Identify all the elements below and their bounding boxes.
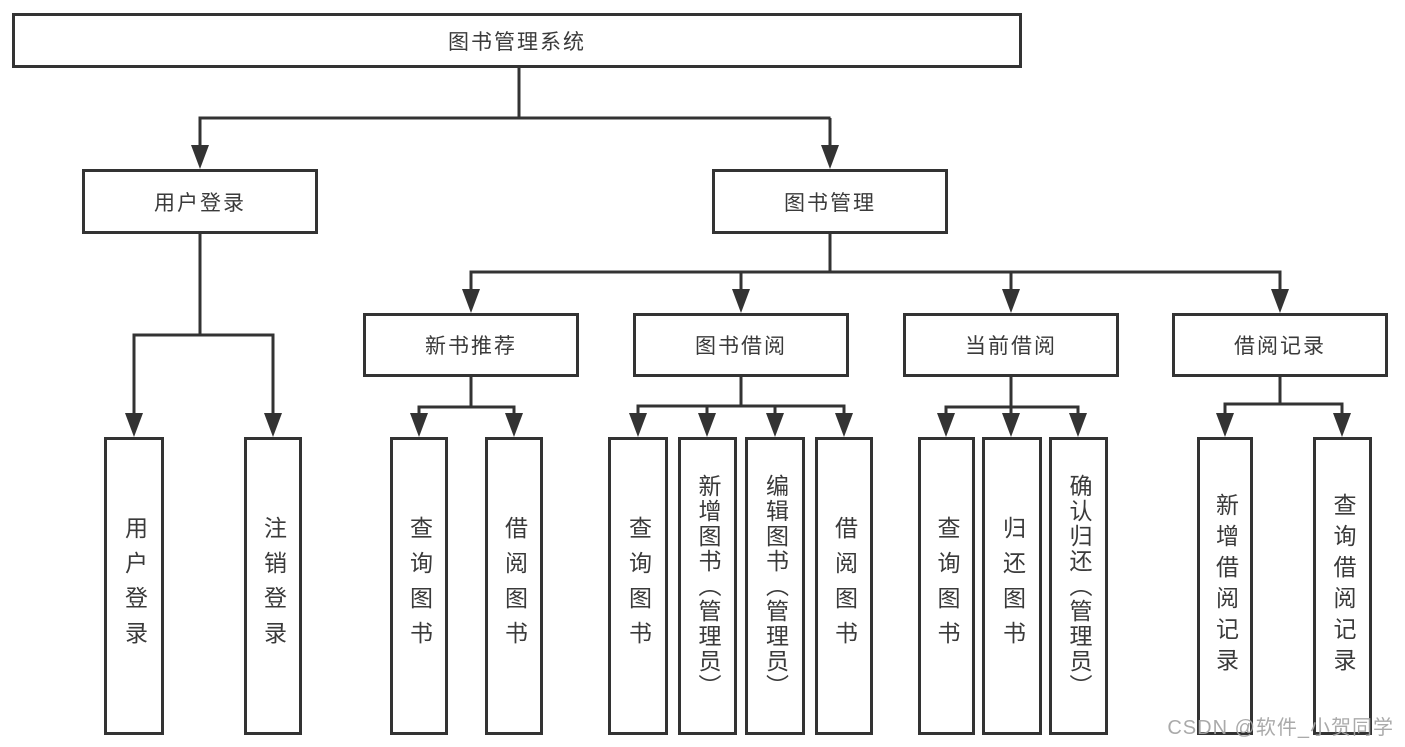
- leaf-bb-edit-books-admin: 编辑图书（管理员）: [745, 437, 805, 735]
- connector-user-login: [125, 234, 282, 437]
- leaf-bb-add-books-admin-label: 新增图书（管理员）: [695, 473, 721, 699]
- leaf-bb-add-books-admin: 新增图书（管理员）: [678, 437, 737, 735]
- node-book-management: 图书管理: [712, 169, 948, 234]
- leaf-cb-return-books-label: 归还图书: [999, 516, 1026, 656]
- node-current-borrow: 当前借阅: [903, 313, 1119, 377]
- node-new-book-recommend: 新书推荐: [363, 313, 579, 377]
- node-book-management-label: 图书管理: [784, 191, 876, 215]
- leaf-bb-edit-books-admin-label: 编辑图书（管理员）: [762, 473, 789, 699]
- leaf-br-add-record: 新增借阅记录: [1197, 437, 1253, 735]
- connector-book-borrow: [629, 377, 853, 437]
- node-borrow-records: 借阅记录: [1172, 313, 1388, 377]
- leaf-nbr-query-books: 查询图书: [390, 437, 448, 735]
- leaf-cb-return-books: 归还图书: [982, 437, 1042, 735]
- node-current-borrow-label: 当前借阅: [965, 335, 1057, 358]
- leaf-nbr-borrow-books-label: 借阅图书: [501, 516, 528, 656]
- node-borrow-records-label: 借阅记录: [1234, 335, 1326, 358]
- leaf-cb-query-books: 查询图书: [918, 437, 975, 735]
- leaf-bb-borrow-books: 借阅图书: [815, 437, 873, 735]
- connector-book-management: [462, 234, 1289, 313]
- leaf-bb-query-books-label: 查询图书: [625, 516, 652, 656]
- leaf-br-query-record-label: 查询借阅记录: [1330, 493, 1356, 679]
- node-root-label: 图书管理系统: [448, 30, 586, 54]
- leaf-logout: 注销登录: [244, 437, 302, 735]
- connector-borrow-records: [1216, 377, 1351, 437]
- connector-current-borrow: [937, 377, 1087, 437]
- leaf-user-login: 用户登录: [104, 437, 164, 735]
- node-user-login-label: 用户登录: [154, 191, 246, 215]
- connector-new-book-recommend: [410, 377, 523, 437]
- leaf-cb-confirm-return-admin: 确认归还（管理员）: [1049, 437, 1108, 735]
- node-book-borrow: 图书借阅: [633, 313, 849, 377]
- leaf-logout-label: 注销登录: [260, 516, 287, 656]
- connector-root: [191, 68, 839, 169]
- leaf-br-query-record: 查询借阅记录: [1313, 437, 1372, 735]
- leaf-cb-query-books-label: 查询图书: [934, 516, 960, 656]
- node-new-book-recommend-label: 新书推荐: [425, 335, 517, 358]
- watermark: CSDN @软件_小贺同学: [1167, 717, 1394, 739]
- leaf-nbr-query-books-label: 查询图书: [406, 516, 433, 656]
- leaf-user-login-label: 用户登录: [121, 516, 148, 656]
- leaf-cb-confirm-return-admin-label: 确认归还（管理员）: [1066, 473, 1092, 699]
- leaf-br-add-record-label: 新增借阅记录: [1212, 493, 1239, 679]
- leaf-nbr-borrow-books: 借阅图书: [485, 437, 543, 735]
- node-root: 图书管理系统: [12, 13, 1022, 68]
- leaf-bb-query-books: 查询图书: [608, 437, 668, 735]
- node-book-borrow-label: 图书借阅: [695, 335, 787, 358]
- leaf-bb-borrow-books-label: 借阅图书: [831, 516, 858, 656]
- node-user-login: 用户登录: [82, 169, 318, 234]
